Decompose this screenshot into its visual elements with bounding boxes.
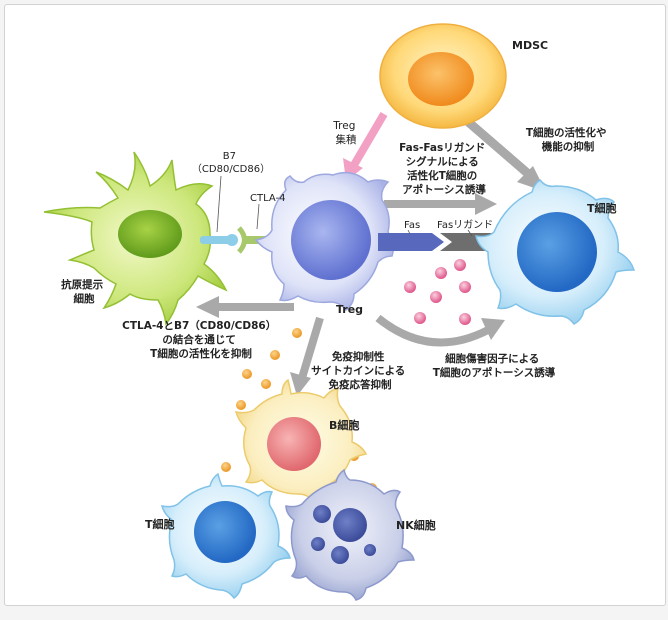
ctla4-label: CTLA-4 [250, 193, 285, 204]
fas-leader-line [407, 229, 411, 235]
treg-cell-icon [254, 171, 395, 312]
granule [430, 291, 442, 303]
granule [459, 313, 471, 325]
granule [435, 267, 447, 279]
granule [454, 259, 466, 271]
nk-cell-label: NK細胞 [396, 518, 436, 532]
antigen-presenting-cell-icon [43, 151, 228, 326]
granule [414, 312, 426, 324]
t-cell-right-label: T細胞 [587, 201, 617, 215]
arrow-cytotoxic-curve [375, 314, 505, 347]
cytotoxic-granules [404, 259, 471, 325]
mdsc-label: MDSC [512, 39, 548, 52]
b-cell-label: B細胞 [329, 418, 359, 432]
fas-signal-label: Fas-Fasリガンド シグナルによる 活性化T細胞の アポトーシス誘導 [399, 141, 489, 196]
cytokine-dot [242, 369, 252, 379]
b-cell-icon [234, 378, 368, 504]
b7-leader-line [216, 175, 222, 233]
t-cell-bottom-icon [160, 472, 291, 600]
fas-ligand-leader-line [467, 229, 473, 237]
mdsc-cell-icon [379, 23, 507, 129]
cytokine-dot [270, 350, 280, 360]
cytotoxic-label: 細胞傷害因子による T細胞のアポトーシス誘導 [433, 352, 556, 379]
cytokine-dot [221, 462, 231, 472]
apc-label: 抗原提示 細胞 [61, 278, 107, 305]
cytokine-dot [236, 400, 246, 410]
ctla4-leader-line [256, 203, 260, 230]
nk-cell-icon [285, 468, 415, 601]
arrow-treg-to-t-cell [384, 193, 497, 215]
t-cell-suppress-label: T細胞の活性化や 機能の抑制 [526, 126, 610, 153]
t-cell-icon [475, 178, 636, 325]
arrow-treg-to-b-cell [290, 316, 324, 396]
cytokine-dot [292, 328, 302, 338]
b7-label: B7 （CD80/CD86） [192, 151, 270, 175]
granule [459, 281, 471, 293]
fas-ligand-label: Fasリガンド [437, 219, 493, 231]
fas-label: Fas [404, 220, 420, 231]
treg-recruit-label: Treg 集積 [332, 120, 358, 146]
t-cell-bottom-label: T細胞 [145, 517, 175, 531]
fas-receptor-icon [378, 233, 444, 251]
granule [404, 281, 416, 293]
ctla4-b7-label: CTLA-4とB7（CD80/CD86） の結合を通じて T細胞の活性化を抑制 [122, 319, 280, 360]
cytokine-dot [261, 379, 271, 389]
b7-receptor-icon [200, 234, 238, 246]
cytokine-label: 免疫抑制性 サイトカインによる 免疫応答抑制 [311, 350, 409, 391]
arrow-treg-to-apc [196, 296, 294, 318]
treg-label: Treg [336, 303, 363, 316]
